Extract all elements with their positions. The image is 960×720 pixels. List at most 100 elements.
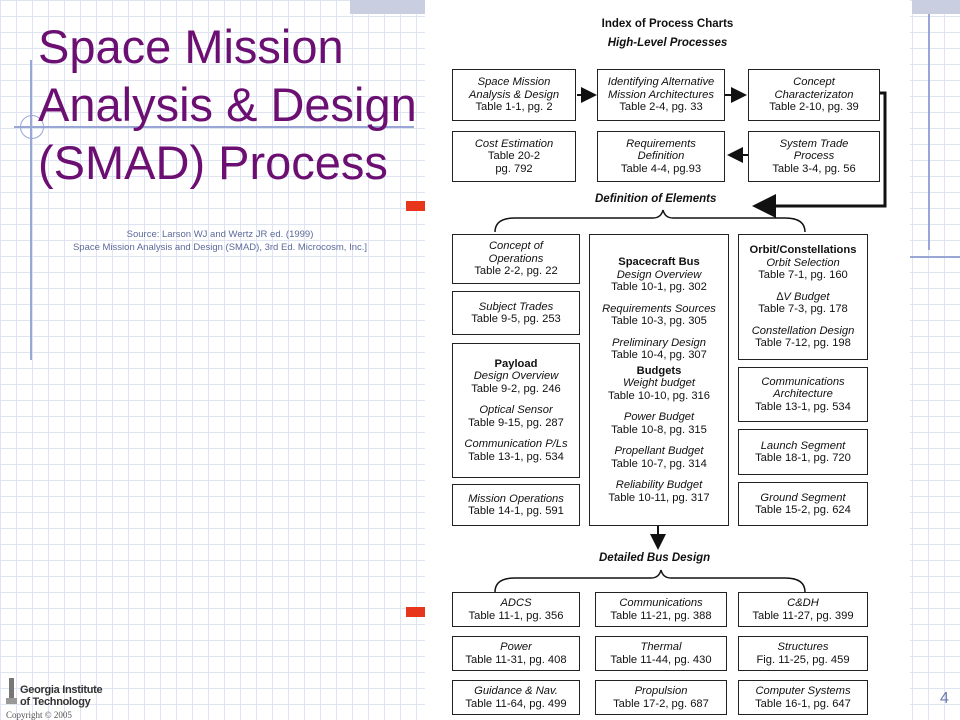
spacer [590, 436, 728, 445]
title-line: (SMAD) Process [38, 136, 388, 189]
box-line: System Trade [779, 137, 849, 150]
spacer [590, 402, 728, 411]
box-line: Power [500, 641, 532, 653]
source-line: Space Mission Analysis and Design (SMAD)… [72, 242, 368, 253]
box-communications: Communications Table 11-21, pg. 388 [595, 592, 727, 627]
box-line: Table 10-7, pg. 314 [611, 457, 707, 470]
box-line: Orbit Selection [766, 256, 840, 269]
box-line: Definition [637, 150, 685, 163]
box-line: Table 11-1, pg. 356 [468, 609, 564, 622]
box-line: Table 10-8, pg. 315 [611, 423, 707, 436]
spacer [739, 316, 867, 325]
stage-label-detailed: Detailed Bus Design [599, 552, 711, 564]
box-propulsion: Propulsion Table 17-2, pg. 687 [595, 680, 727, 715]
box-computer-systems: Computer Systems Table 16-1, pg. 647 [738, 680, 868, 715]
box-heading: Spacecraft Bus [618, 256, 700, 268]
box-line: Table 7-3, pg. 178 [758, 303, 848, 316]
box-line: Weight budget [623, 377, 695, 389]
box-line: Space Mission [477, 76, 551, 89]
box-line: Constellation Design [751, 324, 855, 337]
spacer [739, 282, 867, 291]
box-line: Table 7-12, pg. 198 [755, 337, 851, 350]
spacer [590, 328, 728, 337]
logo-text: Georgia Institute [20, 684, 103, 696]
source-line: Source: Larson WJ and Wertz JR ed. (1999… [126, 229, 314, 240]
box-communications-architecture: Communications Architecture Table 13-1, … [738, 367, 868, 422]
box-line: Table 16-1, pg. 647 [755, 697, 851, 710]
copyright: Copyright © 2005 [6, 710, 72, 720]
connector-lines [494, 87, 887, 593]
box-line: Table 9-15, pg. 287 [468, 416, 564, 429]
institute-logo: Georgia Institute of Technology [6, 676, 126, 718]
box-line: Mission Operations [468, 492, 564, 505]
spacer [453, 395, 579, 404]
box-structures: Structures Fig. 11-25, pg. 459 [738, 636, 868, 671]
box-line: Analysis & Design [468, 88, 560, 101]
box-line: Table 2-4, pg. 33 [619, 101, 703, 114]
box-line: Communication P/Ls [464, 438, 568, 451]
box-line: Table 2-10, pg. 39 [769, 101, 859, 114]
source-citation: Source: Larson WJ and Wertz JR ed. (1999… [40, 228, 400, 254]
box-spacecraft-bus: Spacecraft Bus Design Overview Table 10-… [589, 234, 729, 526]
decor-top-right-block [912, 0, 960, 14]
box-line: Table 10-10, pg. 316 [607, 389, 710, 402]
stage-label-definition: Definition of Elements [595, 193, 717, 205]
box-line: C&DH [787, 597, 819, 609]
box-line: Table 2-2, pg. 22 [474, 265, 558, 278]
box-line: Table 7-1, pg. 160 [758, 269, 848, 282]
box-orbit-constellations: Orbit/Constellations Orbit Selection Tab… [738, 234, 868, 360]
box-adcs: ADCS Table 11-1, pg. 356 [452, 592, 580, 627]
process-chart: Index of Process Charts High-Level Proce… [425, 0, 910, 720]
box-line: Computer Systems [755, 685, 851, 697]
box-line: Table 11-31, pg. 408 [465, 653, 567, 666]
box-line: Communications [761, 375, 845, 388]
title-line: Space Mission [38, 20, 344, 73]
box-launch-segment: Launch Segment Table 18-1, pg. 720 [738, 429, 868, 475]
box-space-mission-analysis: Space Mission Analysis & Design Table 1-… [452, 69, 576, 121]
box-line: Subject Trades [478, 300, 554, 313]
box-thermal: Thermal Table 11-44, pg. 430 [595, 636, 727, 671]
box-line: Table 10-4, pg. 307 [611, 349, 707, 361]
box-line: Table 13-1, pg. 534 [468, 450, 564, 463]
box-line: Power Budget [623, 411, 695, 423]
decor-circle [20, 115, 44, 139]
box-mission-operations: Mission Operations Table 14-1, pg. 591 [452, 484, 580, 526]
box-line: Table 11-21, pg. 388 [610, 609, 712, 622]
box-cdh: C&DH Table 11-27, pg. 399 [738, 592, 868, 627]
box-ground-segment: Ground Segment Table 15-2, pg. 624 [738, 482, 868, 526]
logo-mark-icon [6, 678, 17, 704]
box-line: Launch Segment [760, 439, 846, 452]
box-line: Table 14-1, pg. 591 [468, 505, 564, 517]
box-line: Cost Estimation [474, 137, 554, 150]
box-power: Power Table 11-31, pg. 408 [452, 636, 580, 671]
box-system-trade-process: System Trade Process Table 3-4, pg. 56 [748, 131, 880, 182]
box-line: Optical Sensor [479, 404, 553, 417]
box-line: Concept [793, 76, 835, 89]
box-subject-trades: Subject Trades Table 9-5, pg. 253 [452, 291, 580, 335]
box-line: ∆V Budget [776, 290, 830, 303]
box-line: Identifying Alternative [607, 76, 715, 89]
box-heading: Payload [494, 357, 538, 370]
decor-horizontal-line [14, 126, 414, 128]
box-line: Table 13-1, pg. 534 [755, 400, 851, 413]
box-identifying-architectures: Identifying Alternative Mission Architec… [597, 69, 725, 121]
box-line: Table 18-1, pg. 720 [755, 452, 851, 464]
box-line: Propulsion [634, 685, 688, 697]
box-line: Process [793, 150, 835, 163]
box-line: Table 15-2, pg. 624 [755, 504, 851, 516]
page-title: Space Mission Analysis & Design (SMAD) P… [38, 18, 438, 192]
box-payload: Payload Design Overview Table 9-2, pg. 2… [452, 343, 580, 478]
box-line: pg. 792 [495, 162, 533, 175]
decor-vertical-line [30, 60, 32, 360]
box-line: Table 10-3, pg. 305 [611, 315, 707, 327]
box-line: Table 4-4, pg.93 [620, 162, 702, 175]
box-line: Table 1-1, pg. 2 [475, 101, 553, 114]
title-line: Analysis & Design [38, 78, 417, 131]
box-line: Table 11-64, pg. 499 [465, 697, 567, 710]
box-line: Mission Architectures [608, 88, 714, 101]
box-heading: Budgets [636, 364, 682, 377]
box-line: Thermal [640, 641, 682, 653]
box-line: Table 11-44, pg. 430 [610, 653, 712, 666]
box-line: Fig. 11-25, pg. 459 [756, 653, 850, 666]
box-line: Design Overview [616, 268, 702, 281]
